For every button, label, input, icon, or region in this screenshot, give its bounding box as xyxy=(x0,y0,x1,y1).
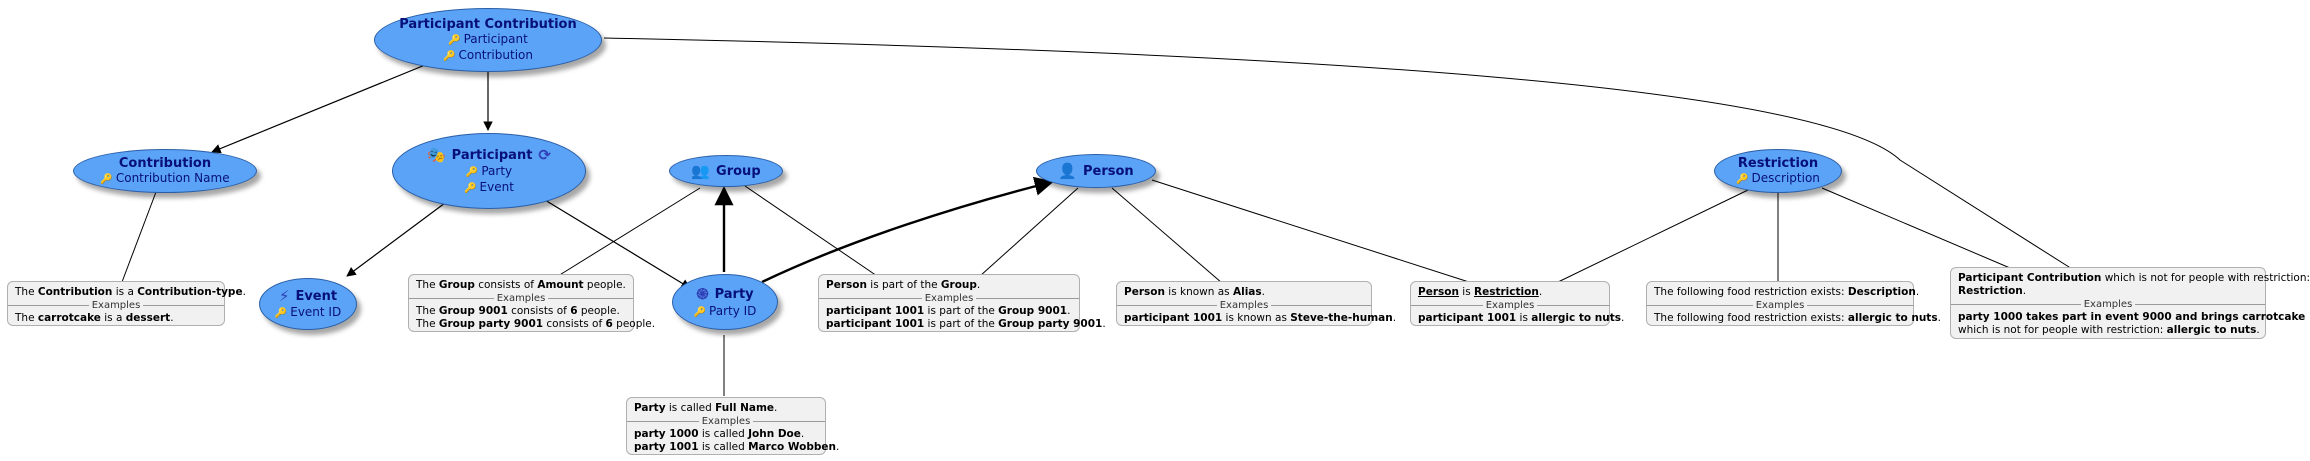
key-icon: 🔑 xyxy=(693,307,707,318)
note-contribution: The Contribution is a Contribution-type.… xyxy=(7,281,246,326)
field-label: Description xyxy=(1751,170,1820,185)
connector-lines xyxy=(121,37,2081,396)
node-group[interactable]: 👥 Group xyxy=(669,155,783,187)
edge-person-restrictionnote xyxy=(1151,179,1473,284)
note-definition: Participant Contribution which is not fo… xyxy=(1958,272,2310,284)
edge-contribution-note xyxy=(121,191,157,283)
note-example: party 1000 takes part in event 9000 and … xyxy=(1958,311,2306,323)
key-icon: 🔑 xyxy=(448,34,461,46)
note-definition: Person is part of the Group. xyxy=(826,279,981,291)
edge-party-person xyxy=(761,176,1054,284)
fingerprint-icon: ֍ xyxy=(696,285,709,303)
node-title: Participant xyxy=(451,147,533,163)
note-group: The Group consists of Amount people. Exa… xyxy=(408,274,656,332)
note-example: participant 1001 is allergic to nuts. xyxy=(1418,312,1625,324)
key-icon: 🔑 xyxy=(274,308,288,319)
examples-label: Examples xyxy=(2080,299,2136,310)
node-person[interactable]: 👤 Person xyxy=(1036,154,1156,188)
note-definition: Party is called Full Name. xyxy=(634,402,778,414)
edge-pc-restriction-note xyxy=(603,37,2081,275)
note-example: The Group 9001 consists of 6 people. xyxy=(416,305,620,317)
edge-person-aliasnote xyxy=(1111,187,1223,284)
field-label: Contribution Name xyxy=(115,170,230,185)
note-example: The carrotcake is a dessert. xyxy=(15,312,174,324)
field-label: Contribution xyxy=(458,47,533,62)
bolt-icon: ⚡ xyxy=(278,287,290,305)
note-definition: Restriction. xyxy=(1958,285,2027,297)
edge-group-persongroupnote xyxy=(744,185,881,279)
note-example: The following food restriction exists: a… xyxy=(1654,312,1941,324)
field-label: Party ID xyxy=(709,304,757,318)
edge-restriction-personrestrictionnote xyxy=(1555,189,1749,284)
note-definition: Person is Restriction. xyxy=(1418,286,1543,298)
node-title: Group xyxy=(716,163,761,179)
edge-participant-party xyxy=(539,196,691,289)
note-pc-restriction: Participant Contribution which is not fo… xyxy=(1950,267,2310,339)
note-definition: The Group consists of Amount people. xyxy=(416,279,626,291)
note-alias: Person is known as Alias. Examples parti… xyxy=(1116,281,1397,326)
node-title: Person xyxy=(1083,163,1134,179)
edge-person-persongroupnote xyxy=(979,187,1079,277)
note-definition: The following food restriction exists: D… xyxy=(1654,286,1920,298)
theater-masks-icon: 🎭 xyxy=(426,146,446,164)
key-icon: 🔑 xyxy=(443,50,456,62)
node-participant[interactable]: 🎭Participant⟳ 🔑Party 🔑Event xyxy=(392,133,586,209)
key-icon: 🔑 xyxy=(1736,173,1749,185)
node-title: Restriction xyxy=(1737,155,1819,171)
node-title: Event xyxy=(295,288,338,304)
edge-participant-event xyxy=(346,202,446,277)
field-label: Event xyxy=(479,180,514,194)
examples-label: Examples xyxy=(1482,300,1538,311)
note-definition: Person is known as Alias. xyxy=(1124,286,1265,298)
node-title: Party xyxy=(714,286,754,302)
examples-label: Examples xyxy=(921,293,977,304)
note-example: participant 1001 is known as Steve-the-h… xyxy=(1124,312,1397,324)
note-party: Party is called Full Name. Examples part… xyxy=(626,397,840,455)
examples-label: Examples xyxy=(493,293,549,304)
edge-group-groupnote xyxy=(557,187,701,277)
note-definition: The Contribution is a Contribution-type. xyxy=(15,286,246,298)
examples-label: Examples xyxy=(698,416,754,427)
note-example: participant 1001 is part of the Group pa… xyxy=(826,318,1106,330)
field-label: Party xyxy=(481,164,513,178)
node-restriction[interactable]: Restriction 🔑Description xyxy=(1714,149,1842,193)
node-contribution[interactable]: Contribution 🔑Contribution Name xyxy=(73,149,257,193)
node-participant-contribution[interactable]: Participant Contribution 🔑Participant 🔑C… xyxy=(374,8,602,72)
user-icon: 👤 xyxy=(1058,162,1077,180)
field-label: Participant xyxy=(463,31,528,46)
key-icon: 🔑 xyxy=(100,173,113,185)
examples-label: Examples xyxy=(88,300,144,311)
node-title: Participant Contribution xyxy=(399,16,577,32)
note-example: which is not for people with restriction… xyxy=(1958,324,2260,336)
node-title: Contribution xyxy=(118,155,212,171)
node-party[interactable]: ֍ Party 🔑Party ID xyxy=(672,274,778,330)
field-label: Event ID xyxy=(290,305,342,319)
key-icon: 🔑 xyxy=(465,167,479,178)
users-icon: 👥 xyxy=(691,162,711,180)
key-icon: 🔑 xyxy=(464,183,477,194)
note-example: The Group party 9001 consists of 6 peopl… xyxy=(416,318,656,330)
examples-label: Examples xyxy=(1752,300,1808,311)
note-person-group: Person is part of the Group. Examples pa… xyxy=(818,274,1106,332)
note-person-restriction: Person is Restriction. Examples particip… xyxy=(1410,281,1625,326)
note-example: party 1001 is called Marco Wobben. xyxy=(634,441,840,453)
examples-label: Examples xyxy=(1216,300,1272,311)
edge-restriction-pcnote xyxy=(1821,187,2011,269)
history-icon: ⟳ xyxy=(538,146,551,164)
edge-pc-contribution xyxy=(211,64,426,154)
node-event[interactable]: ⚡ Event 🔑Event ID xyxy=(259,278,357,330)
note-example: party 1000 is called John Doe. xyxy=(634,428,805,440)
note-example: participant 1001 is part of the Group 90… xyxy=(826,305,1071,317)
note-description: The following food restriction exists: D… xyxy=(1646,281,1941,326)
